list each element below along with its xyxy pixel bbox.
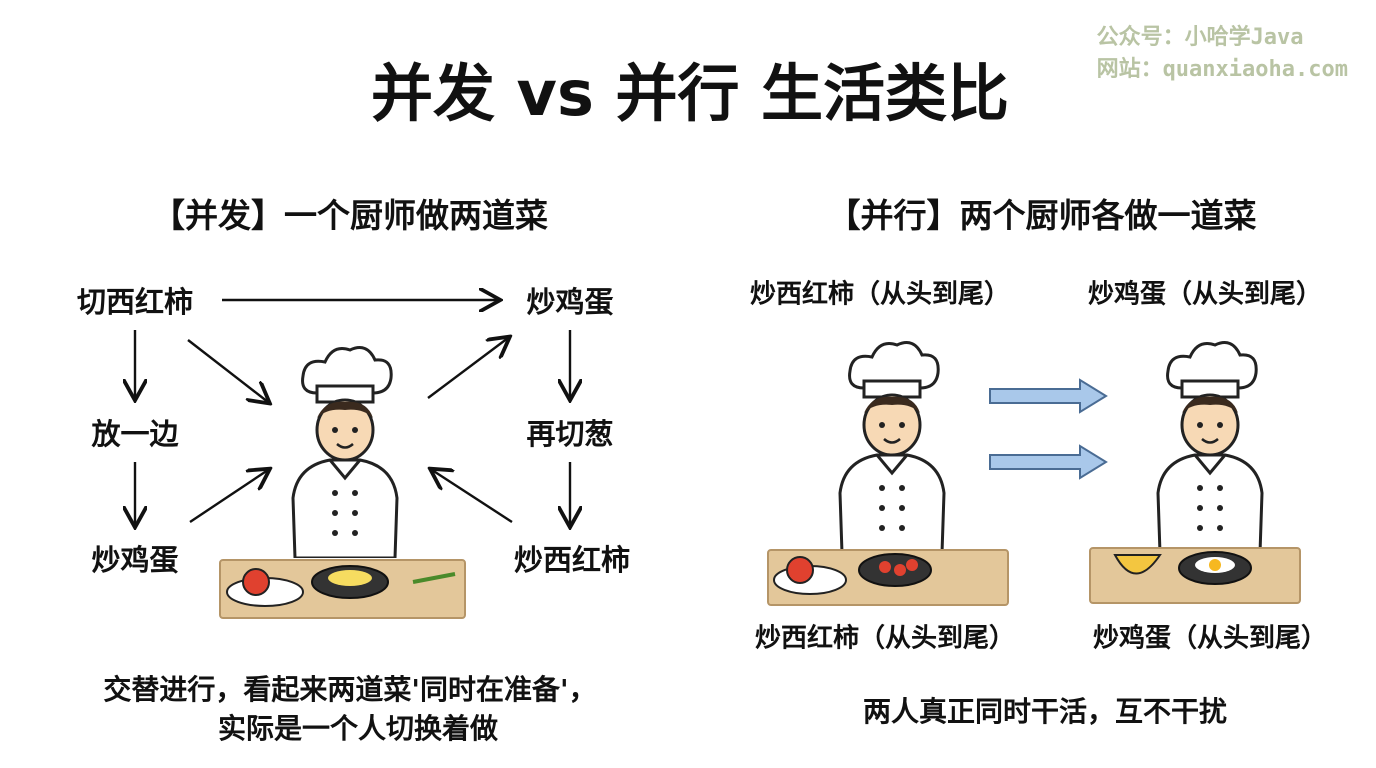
concurrency-arrows bbox=[135, 300, 570, 525]
step-label: 炒鸡蛋 bbox=[526, 285, 614, 319]
chef-task-label: 炒西红柿（从头到尾） bbox=[749, 279, 1011, 310]
right-chefs-scene bbox=[767, 341, 1301, 606]
concurrency-caption: 交替进行，看起来两道菜'同时在准备'， bbox=[103, 673, 597, 706]
step-label: 再切葱 bbox=[526, 417, 614, 451]
left-chef-scene bbox=[219, 346, 466, 619]
arrow-right-icon bbox=[989, 378, 1108, 414]
scallion-icon bbox=[412, 572, 456, 584]
arrow-diagonal bbox=[432, 470, 513, 524]
step-label: 切西红柿 bbox=[76, 285, 194, 319]
egg-icon bbox=[328, 570, 372, 586]
arrow-diagonal bbox=[189, 470, 268, 523]
chef-task-label: 炒西红柿（从头到尾） bbox=[754, 623, 1016, 654]
step-label: 放一边 bbox=[91, 417, 179, 451]
step-label: 炒鸡蛋 bbox=[91, 543, 179, 577]
chef-task-label: 炒鸡蛋（从头到尾） bbox=[1087, 279, 1323, 310]
egg-icon bbox=[1209, 559, 1221, 571]
bowl-icon bbox=[1113, 554, 1162, 575]
arrow-diagonal bbox=[187, 339, 268, 402]
parallelism-caption: 两人真正同时干活，互不干扰 bbox=[862, 695, 1228, 728]
arrow-diagonal bbox=[427, 338, 508, 399]
chef-task-label: 炒鸡蛋（从头到尾） bbox=[1092, 623, 1328, 654]
step-label: 炒西红柿 bbox=[513, 543, 631, 577]
page-title: 并发 vs 并行 生活类比 bbox=[370, 57, 1010, 130]
concurrency-heading: 【并发】一个厨师做两道菜 bbox=[152, 196, 548, 235]
concurrency-caption: 实际是一个人切换着做 bbox=[217, 712, 499, 745]
watermark: 公众号：小哈学Java 网站：quanxiaoha.com bbox=[1097, 22, 1348, 86]
chef-icon bbox=[1156, 341, 1264, 553]
tomato-icon bbox=[242, 568, 270, 596]
parallelism-heading: 【并行】两个厨师各做一道菜 bbox=[827, 196, 1257, 235]
parallel-arrows bbox=[989, 378, 1108, 480]
chef-icon bbox=[838, 341, 946, 553]
watermark-line: 网站：quanxiaoha.com bbox=[1096, 57, 1348, 82]
arrow-right-icon bbox=[989, 444, 1108, 480]
watermark-line: 公众号：小哈学Java bbox=[1096, 25, 1304, 50]
tomato-icon bbox=[786, 556, 814, 584]
chef-icon bbox=[291, 346, 399, 558]
